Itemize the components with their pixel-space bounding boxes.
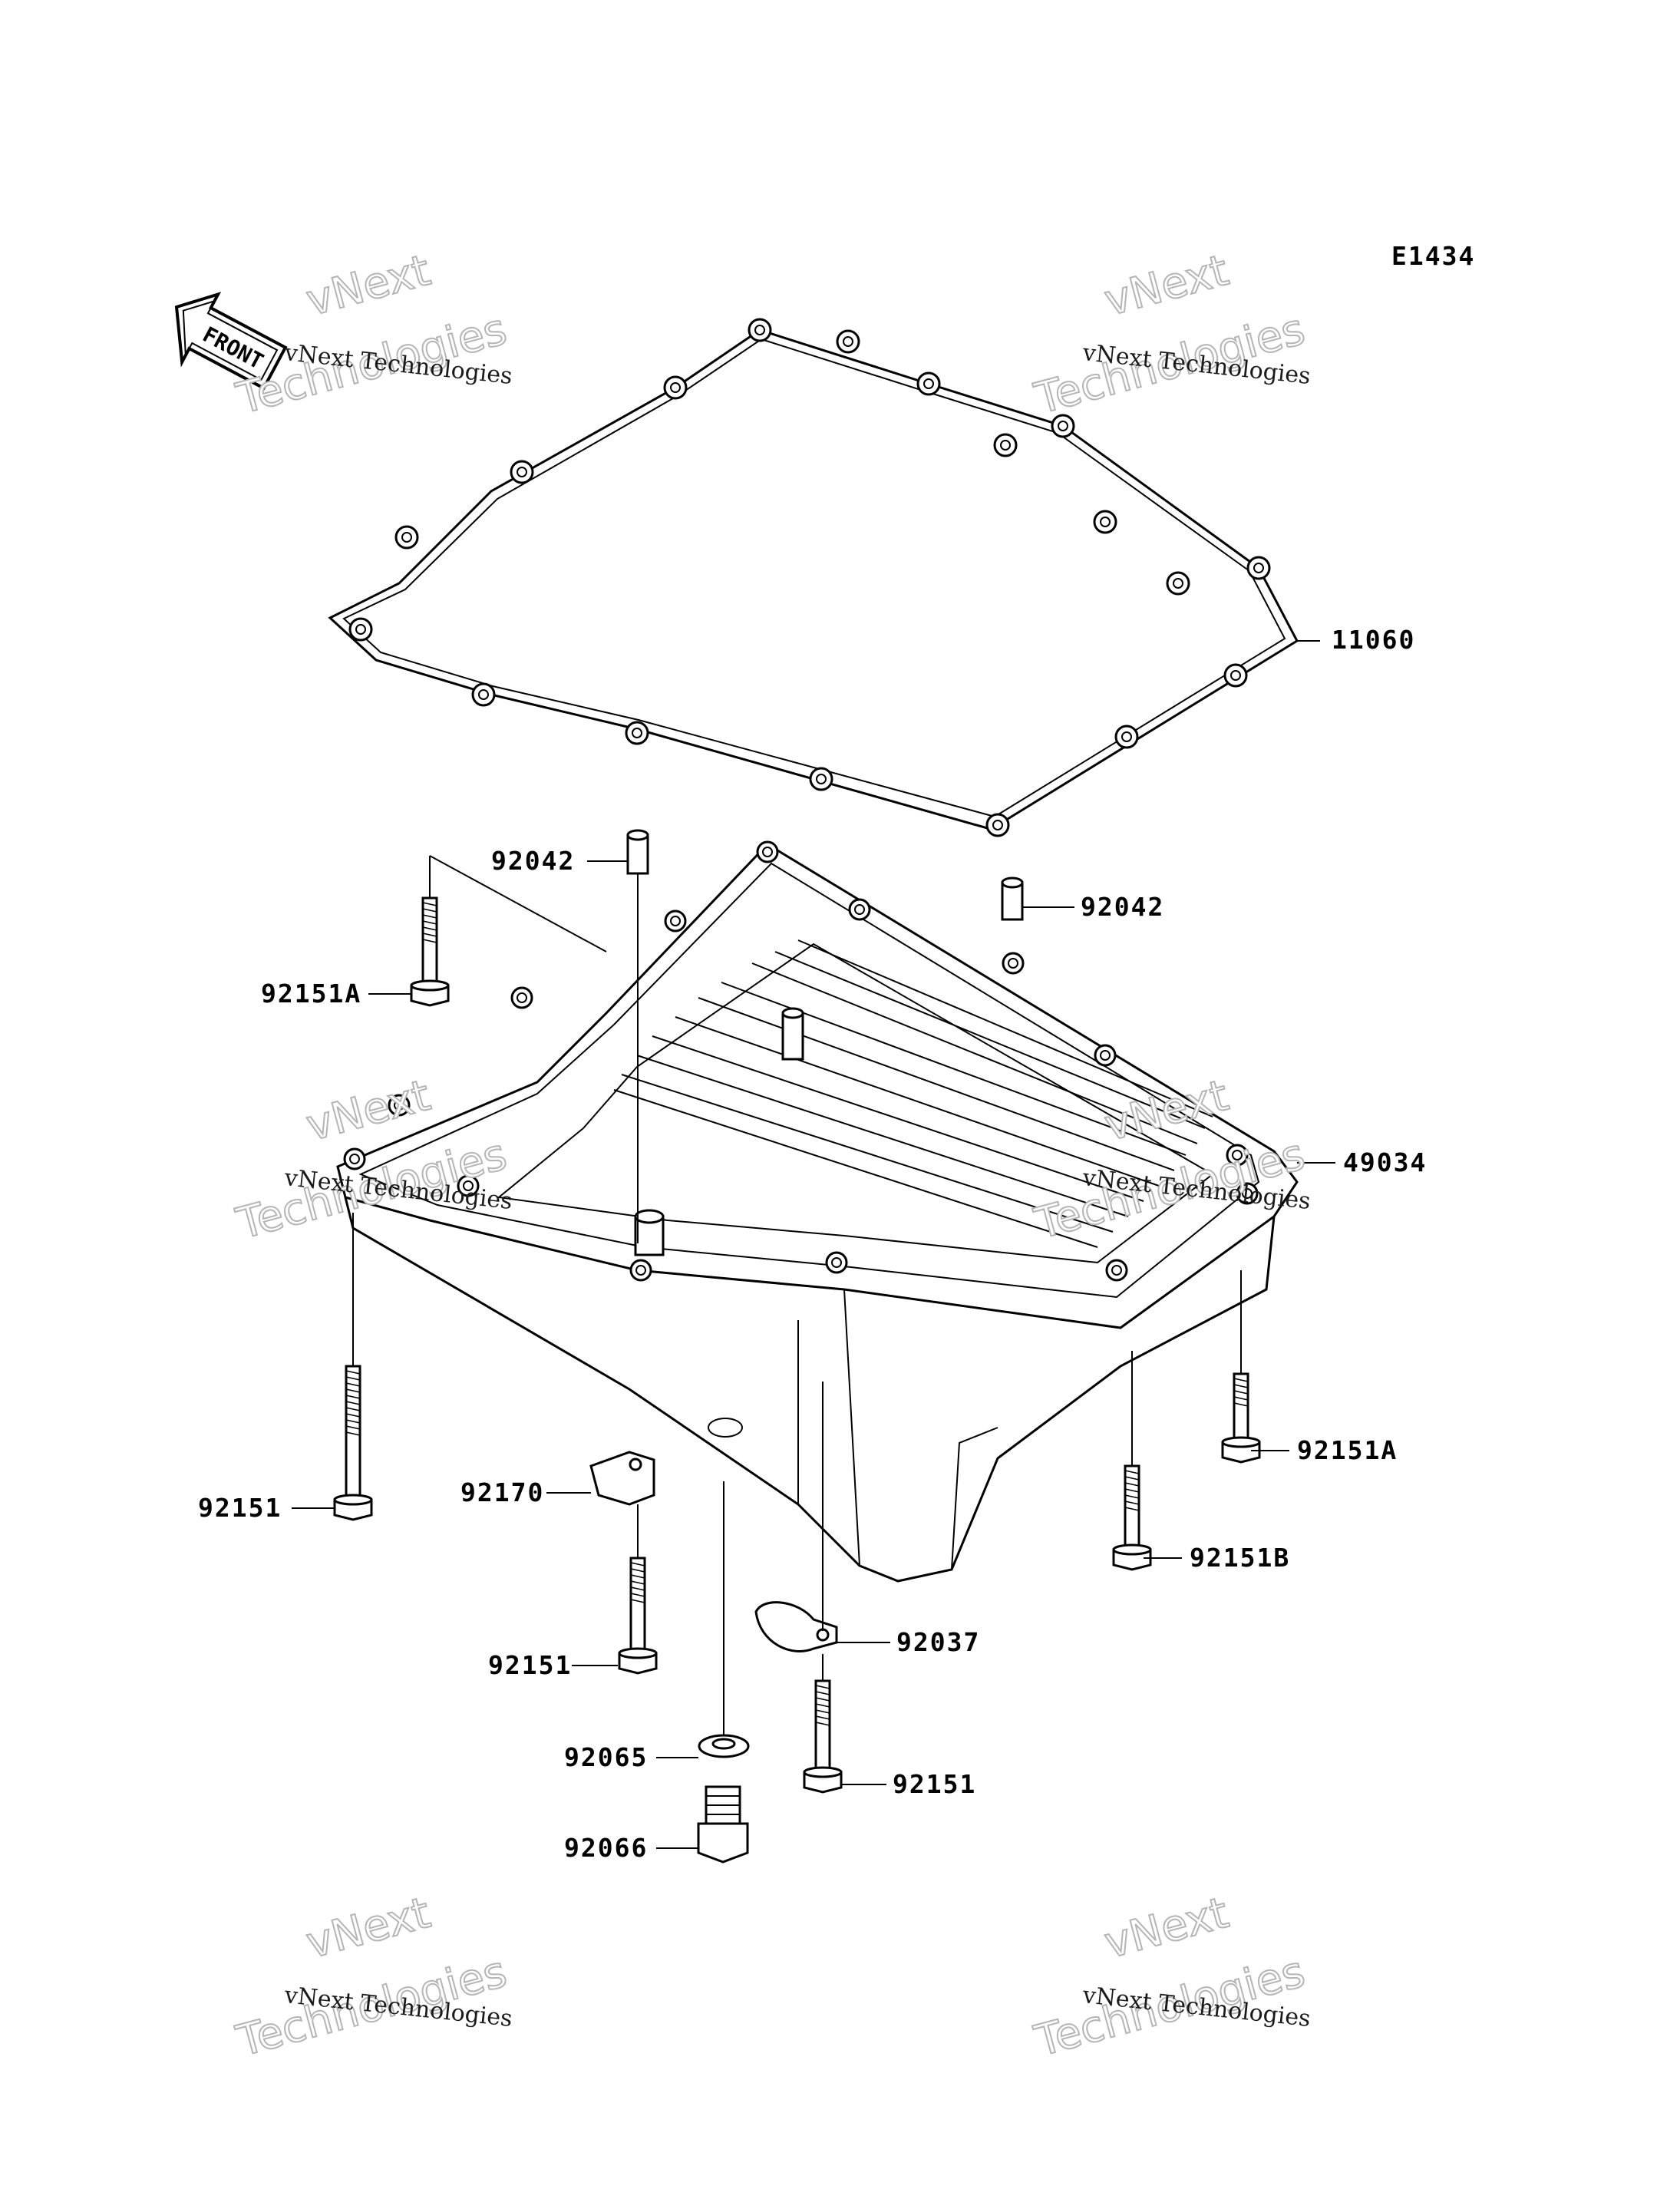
gasket (328, 328, 1299, 830)
label-clamp-right: 92037 (896, 1627, 980, 1657)
bolt-hole (1002, 952, 1025, 975)
bolt-hole (1093, 510, 1117, 534)
bolt-hole (809, 767, 833, 791)
bolt-hole (629, 1259, 652, 1282)
bolt-hole (1246, 556, 1271, 580)
svg-text:vNext: vNext (301, 246, 435, 326)
bolt-hole (825, 1251, 848, 1274)
bolt (803, 1679, 843, 1794)
clamp-left (589, 1451, 655, 1506)
washer (698, 1734, 750, 1758)
bolt-hole (836, 329, 860, 354)
bolt (410, 896, 450, 1007)
label-dowel-pin-left: 92042 (491, 846, 575, 876)
bolt-hole (748, 318, 772, 342)
bolt-hole (1226, 1144, 1249, 1167)
front-arrow-icon: FRONT (174, 292, 288, 391)
bolt-hole (457, 1174, 480, 1197)
label-clamp-left: 92170 (460, 1477, 544, 1507)
bolt-hole (1223, 663, 1248, 688)
label-bolt-left: 92151 (198, 1493, 282, 1523)
bolt-hole (343, 1147, 366, 1170)
label-washer: 92065 (564, 1742, 648, 1772)
svg-text:vNext: vNext (301, 1888, 435, 1969)
bolt-hole (1094, 1044, 1117, 1067)
bolt-hole (1166, 571, 1190, 596)
oil-pan-bolt-holes (343, 840, 1259, 1282)
label-bolt-a-right: 92151A (1297, 1435, 1398, 1465)
label-bolt-b: 92151B (1190, 1543, 1290, 1573)
label-drain-plug: 92066 (564, 1833, 648, 1863)
bolt-hole (663, 375, 688, 400)
label-bolt-center: 92151 (488, 1650, 572, 1680)
diagram-code: E1434 (1391, 241, 1475, 271)
dowel-pin-left (626, 829, 649, 875)
bolt (618, 1557, 658, 1675)
dowel-pin-right (1001, 877, 1024, 921)
svg-text:vNext: vNext (301, 1071, 435, 1151)
bolt-hole (625, 721, 649, 745)
label-bolt-right: 92151 (893, 1769, 976, 1799)
bolt-hole (756, 840, 779, 863)
bolt-hole (510, 460, 534, 484)
bolt-hole (1105, 1259, 1128, 1282)
label-bolt-a-left: 92151A (261, 979, 361, 1009)
bolt (1221, 1372, 1261, 1464)
oil-pan (336, 843, 1299, 1583)
bolt-hole (388, 1094, 411, 1117)
svg-text:vNext: vNext (1099, 1888, 1233, 1969)
bolt-hole (664, 910, 687, 933)
svg-text:vNext: vNext (1099, 246, 1233, 326)
bolt-hole (510, 986, 533, 1009)
leader-lines (292, 640, 1335, 1849)
bolt-hole (1051, 414, 1075, 438)
svg-text:vNext: vNext (1099, 1071, 1233, 1151)
bolt-hole (985, 813, 1010, 837)
bolt-hole (348, 617, 373, 642)
label-oil-pan: 49034 (1343, 1147, 1427, 1177)
drain-plug (697, 1785, 749, 1864)
bolt (1112, 1464, 1152, 1571)
clamp-right (754, 1601, 838, 1652)
bolt-hole (848, 898, 871, 921)
gasket-bolt-holes (348, 318, 1271, 837)
bolt-hole (1114, 725, 1139, 749)
bolt-hole (916, 371, 941, 396)
bolt (333, 1365, 373, 1521)
bolt-hole (394, 525, 419, 550)
bolt-hole (1236, 1182, 1259, 1205)
bolt-hole (471, 682, 496, 707)
bolts (333, 896, 1261, 1794)
label-dowel-pin-right: 92042 (1081, 892, 1164, 922)
bolt-hole (993, 433, 1018, 457)
label-gasket: 11060 (1332, 625, 1415, 655)
